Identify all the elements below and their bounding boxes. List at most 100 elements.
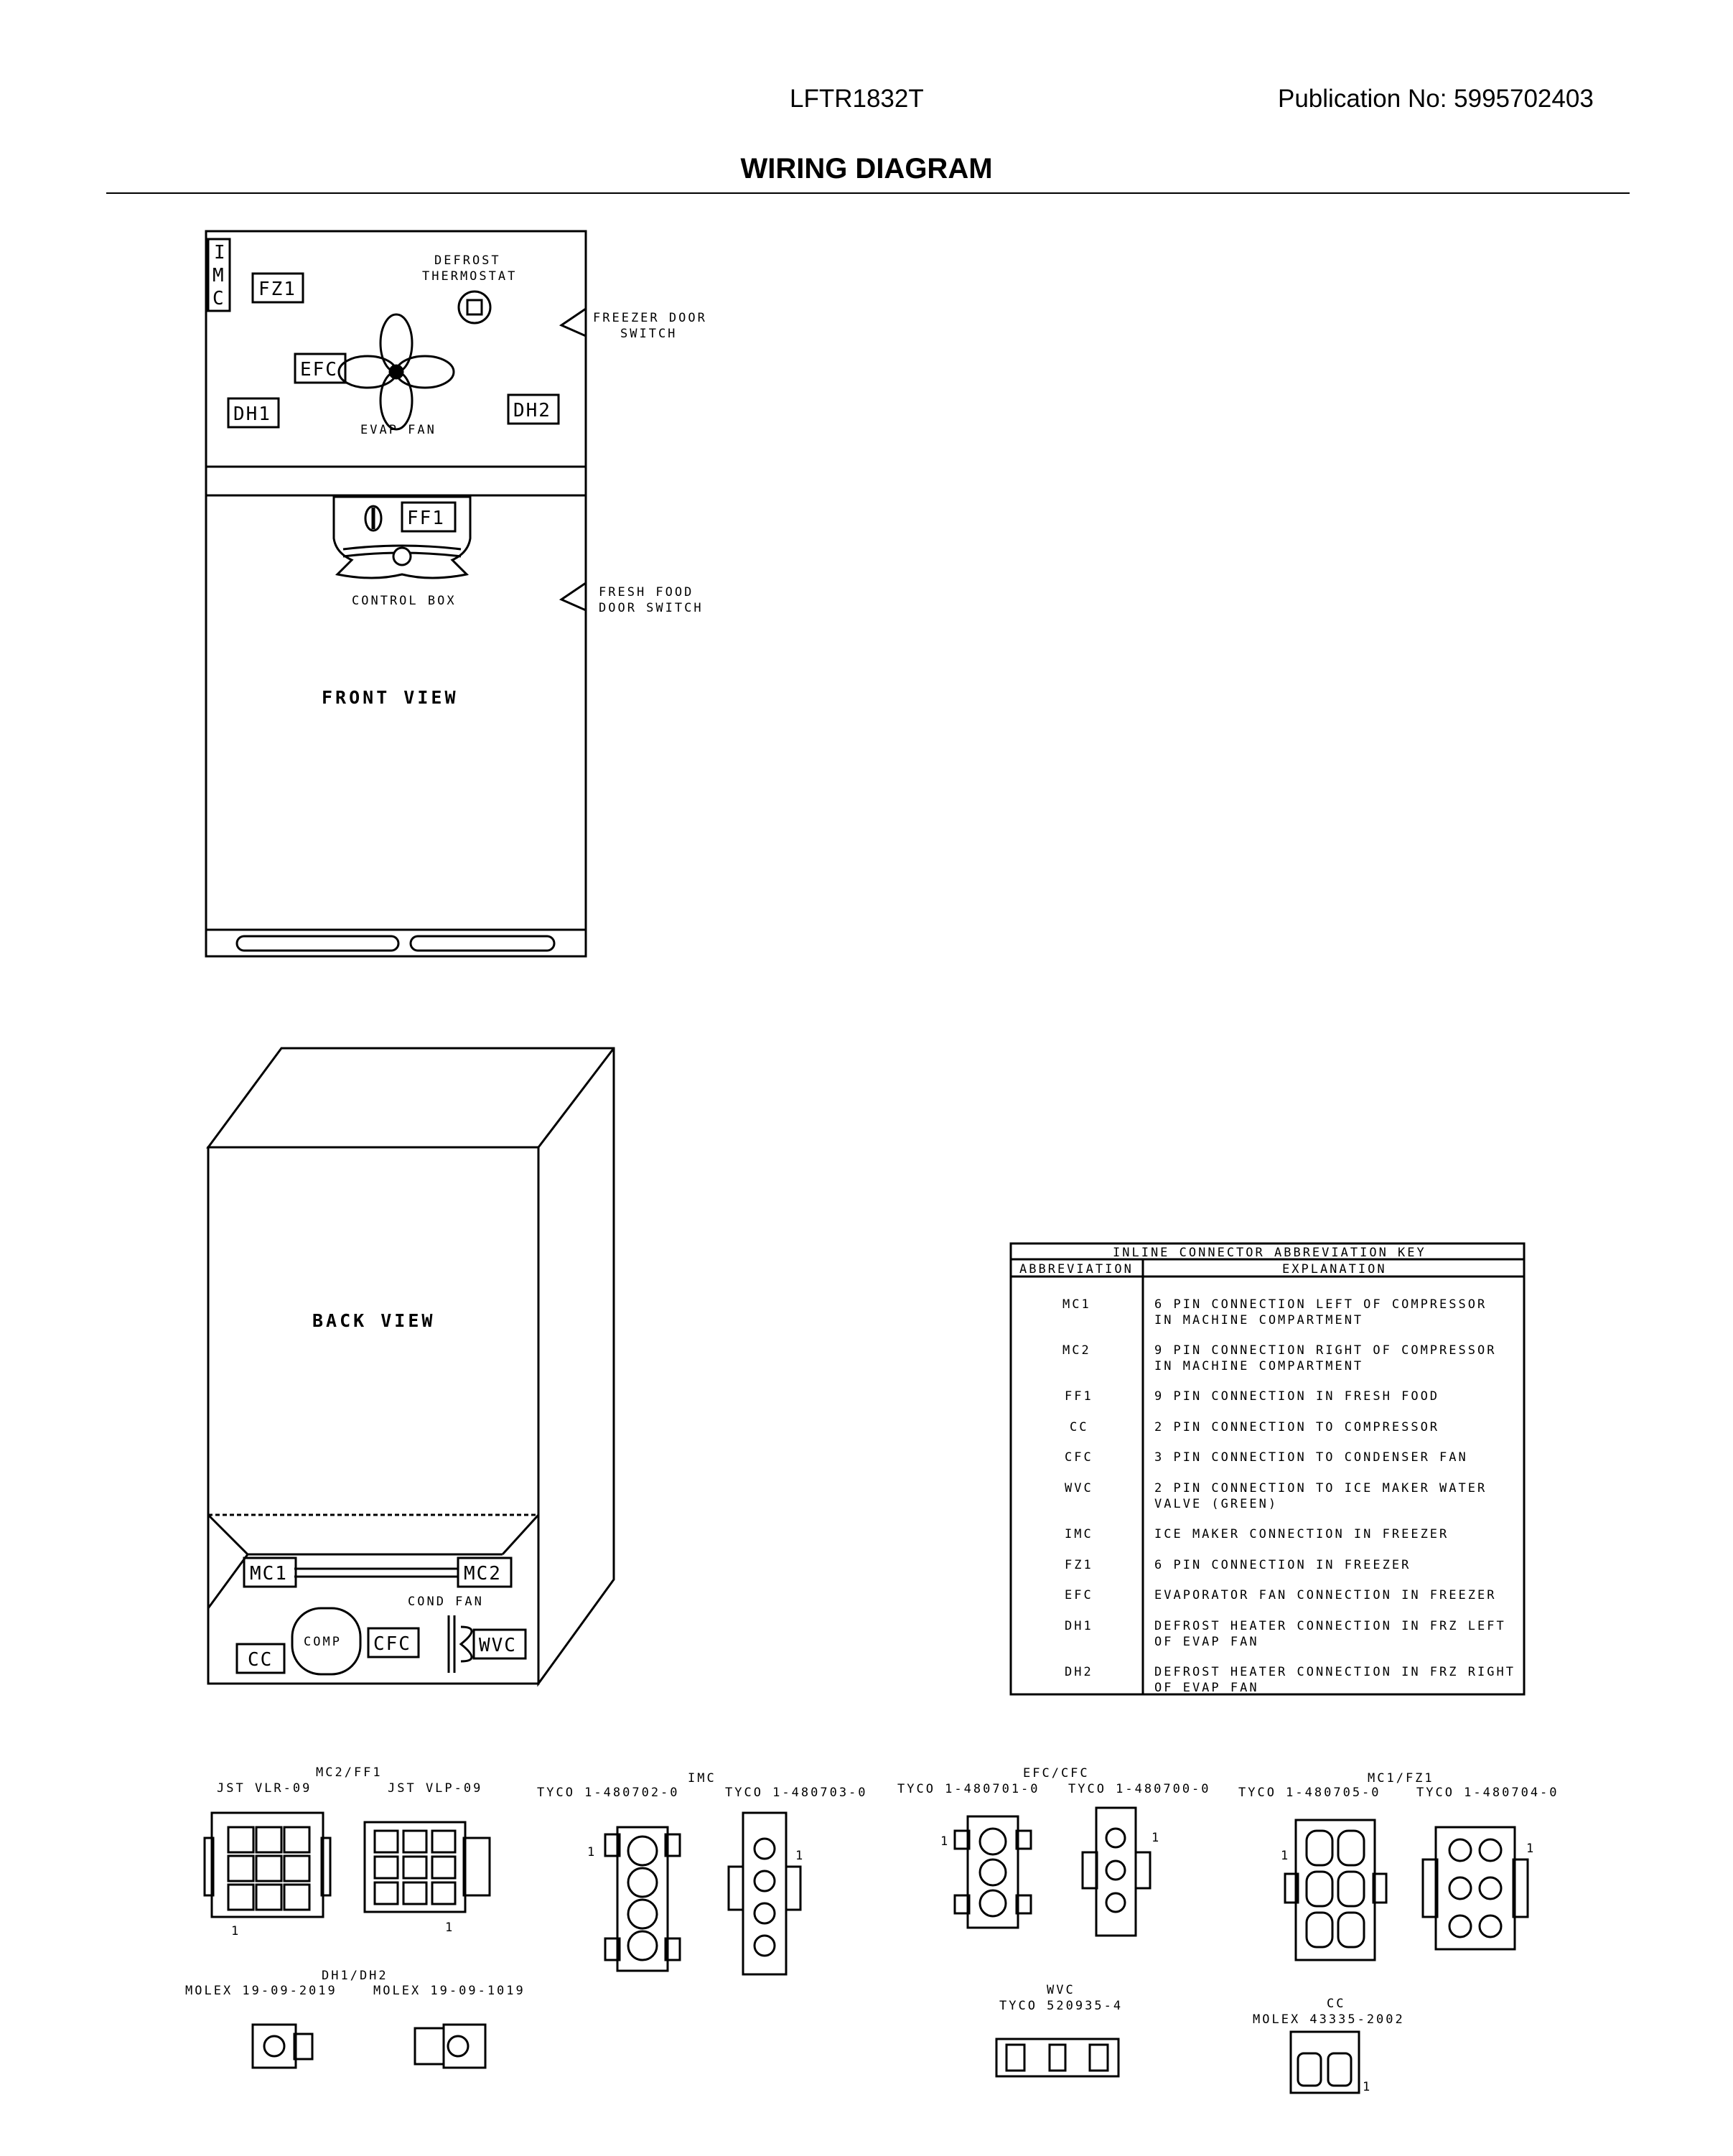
back-view: BACK VIEW MC1 MC2 COND FAN CC COMP CFC W… (206, 1047, 615, 1687)
dh1-label: DH1 (233, 403, 271, 425)
pin-one-label: 1 (1526, 1842, 1536, 1856)
imc-connector-box (207, 238, 231, 312)
front-view-title: FRONT VIEW (322, 687, 459, 708)
front-view: I M C FZ1 EFC DH1 DH2 DEFROST THERMOSTAT… (205, 230, 707, 958)
connector-part-label: MOLEX 19-09-2019 (185, 1984, 337, 1998)
pin-one-label: 1 (940, 1834, 950, 1849)
wvc-box (472, 1628, 527, 1660)
connector-part-label: JST VLR-09 (217, 1781, 312, 1796)
key-row-text: DEFROST HEATER CONNECTION IN FRZ RIGHT (1154, 1665, 1515, 1679)
efc-label: EFC (300, 359, 338, 381)
comp-label: COMP (304, 1635, 342, 1649)
pin-one-label: 1 (1152, 1831, 1161, 1845)
cfc-box (367, 1627, 420, 1658)
model-number: LFTR1832T (790, 85, 924, 113)
connector-group-label: WVC (1047, 1983, 1075, 1997)
cabinet-back-face (207, 1146, 540, 1685)
fresh-food-door-switch-icon (559, 581, 587, 612)
connector-part-label: TYCO 1-480705-0 (1238, 1786, 1381, 1800)
evap-fan-icon (337, 313, 455, 431)
cfc-label: CFC (373, 1633, 411, 1655)
fz1-label: FZ1 (258, 279, 296, 300)
key-table-frame (1009, 1242, 1526, 1696)
ff-switch-label-1: FRESH FOOD (599, 585, 693, 599)
key-row-abbr: MC2 (1062, 1343, 1091, 1358)
freezer-switch-label-1: FREEZER DOOR (593, 311, 707, 325)
defrost-thermostat-icon (457, 290, 492, 325)
condenser-fan-icon (447, 1615, 473, 1673)
key-row-text: 2 PIN CONNECTION TO ICE MAKER WATER (1154, 1481, 1487, 1495)
key-table-col-explanation: EXPLANATION (1282, 1262, 1387, 1277)
key-row-abbr: WVC (1065, 1481, 1093, 1495)
freezer-door-switch-icon (559, 307, 587, 338)
molex-19-09-1019-icon (414, 2027, 445, 2066)
key-row-abbr: CFC (1065, 1450, 1093, 1465)
freezer-switch-label-2: SWITCH (620, 327, 677, 341)
header-rule (106, 192, 1630, 194)
pin-one-label: 1 (445, 1921, 454, 1935)
connector-part-label: TYCO 1-480700-0 (1068, 1782, 1211, 1796)
key-row-abbr: IMC (1065, 1527, 1093, 1541)
key-table-title: INLINE CONNECTOR ABBREVIATION KEY (1113, 1246, 1426, 1260)
cc-label: CC (248, 1649, 273, 1671)
pin-one-label: 1 (1281, 1849, 1290, 1863)
imc-letter-m: M (212, 265, 225, 286)
key-row-abbr: DH1 (1065, 1619, 1093, 1633)
left-grille (235, 935, 400, 952)
key-row-text: DEFROST HEATER CONNECTION IN FRZ LEFT (1154, 1619, 1506, 1633)
connector-part-label: TYCO 1-480703-0 (725, 1786, 868, 1800)
connector-part-label: TYCO 1-480701-0 (897, 1782, 1040, 1796)
key-row-text: 3 PIN CONNECTION TO CONDENSER FAN (1154, 1450, 1468, 1465)
key-table-col-abbreviation: ABBREVIATION (1019, 1262, 1134, 1277)
defrost-label-2: THERMOSTAT (422, 269, 517, 284)
jst-vlr09-icon (210, 1811, 324, 1918)
page-title: WIRING DIAGRAM (740, 153, 993, 185)
tyco-480702-icon (616, 1826, 669, 1972)
connector-part-label: JST VLP-09 (388, 1781, 482, 1796)
dh1-box (227, 397, 280, 429)
tyco-480703-icon (742, 1811, 788, 1976)
key-row-text: OF EVAP FAN (1154, 1635, 1259, 1649)
key-row-abbr: DH2 (1065, 1665, 1093, 1679)
cc-box (235, 1643, 286, 1674)
pin-one-label: 1 (795, 1849, 805, 1863)
connector-part-label: TYCO 520935-4 (999, 1999, 1123, 2013)
ff1-box (401, 501, 457, 533)
key-row-abbr: EFC (1065, 1588, 1093, 1602)
abbreviation-key-table: INLINE CONNECTOR ABBREVIATION KEY ABBREV… (1009, 1242, 1526, 1696)
imc-letter-c: C (212, 288, 225, 309)
defrost-label-1: DEFROST (434, 253, 501, 268)
key-row-text: VALVE (GREEN) (1154, 1497, 1278, 1511)
key-row-text: IN MACHINE COMPARTMENT (1154, 1359, 1363, 1373)
key-row-abbr: FZ1 (1065, 1558, 1093, 1572)
key-row-text: ICE MAKER CONNECTION IN FREEZER (1154, 1527, 1449, 1541)
tyco-480701-icon (966, 1815, 1019, 1929)
connector-cc: CC MOLEX 43335-2002 1 (1253, 1997, 1403, 2094)
mc1-box (243, 1557, 297, 1588)
connector-mc1-fz1: MC1/FZ1 TYCO 1-480705-0 TYCO 1-480704-0 … (1238, 1771, 1557, 1961)
jst-vlp09-icon (363, 1821, 467, 1913)
molex-19-09-2019-icon (251, 2023, 297, 2069)
evap-fan-label: EVAP FAN (360, 423, 436, 437)
tyco-520935-icon (995, 2038, 1120, 2078)
fz1-box (251, 272, 304, 304)
connector-wvc: WVC TYCO 520935-4 (995, 1983, 1123, 2078)
connector-group-label: MC1/FZ1 (1368, 1771, 1434, 1786)
key-row-text: 2 PIN CONNECTION TO COMPRESSOR (1154, 1420, 1439, 1434)
key-row-abbr: FF1 (1065, 1389, 1093, 1404)
connector-dh1-dh2: DH1/DH2 MOLEX 19-09-2019 MOLEX 19-09-101… (185, 1969, 525, 2069)
wvc-label: WVC (479, 1635, 517, 1656)
connector-group-label: IMC (688, 1771, 716, 1786)
control-box-label: CONTROL BOX (352, 594, 457, 608)
pin-one-label: 1 (587, 1845, 597, 1859)
connector-part-label: MOLEX 19-09-1019 (373, 1984, 525, 1998)
connector-group-label: MC2/FF1 (316, 1765, 383, 1780)
dh2-label: DH2 (513, 400, 551, 421)
right-grille (409, 935, 556, 952)
molex-43335-icon (1289, 2030, 1360, 2094)
connector-efc-cfc: EFC/CFC TYCO 1-480701-0 TYCO 1-480700-0 … (897, 1766, 1211, 1937)
tyco-480700-icon (1095, 1806, 1137, 1937)
key-row-text: 6 PIN CONNECTION LEFT OF COMPRESSOR (1154, 1297, 1487, 1312)
ff1-label: FF1 (407, 508, 445, 529)
